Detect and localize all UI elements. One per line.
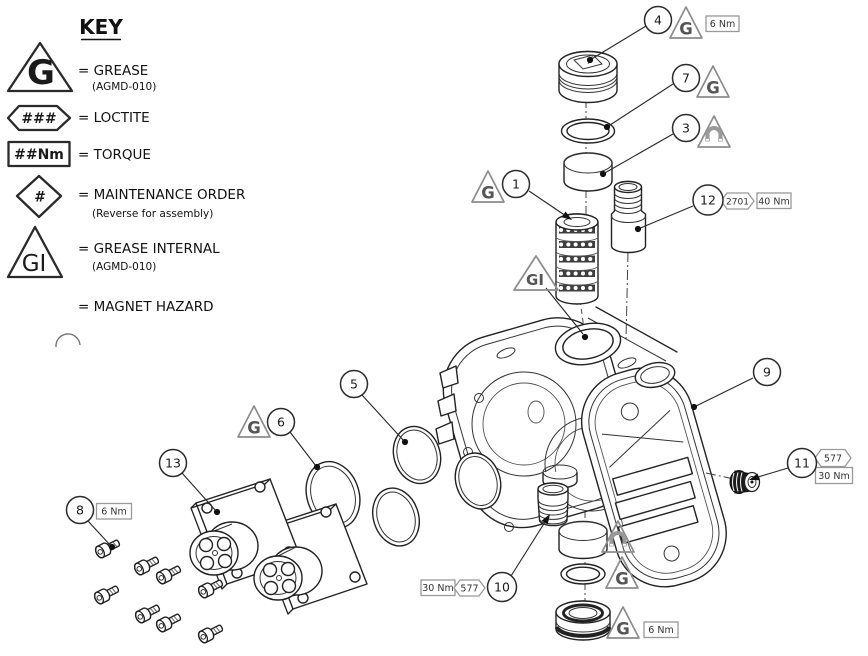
torque-value-b10: 30 Nm [422, 583, 453, 594]
balloon-5 [339, 369, 369, 399]
valve-connector-left [189, 521, 259, 576]
valve-connector-right [253, 546, 323, 601]
svg-text:6: 6 [277, 414, 285, 429]
key-torque-box [7, 140, 71, 168]
housing-top-opening [554, 322, 622, 366]
key-torque-glyph: ##Nm [14, 147, 64, 163]
svg-text:8: 8 [76, 502, 84, 517]
key-maintenance-note: (Reverse for assembly) [92, 208, 213, 220]
key-maintenance-glyph: # [34, 190, 45, 206]
svg-text:10: 10 [494, 579, 510, 594]
torque-box-bottom-cap [643, 621, 679, 639]
torque-value-b11: 30 Nm [818, 471, 849, 482]
loctite-value-b11: 577 [824, 453, 842, 464]
loctite-hex-b12 [720, 192, 755, 210]
part-side-plug-11 [729, 470, 761, 494]
key-loctite-hexagon [6, 104, 72, 132]
svg-text:9: 9 [763, 364, 771, 379]
part-cap-4 [558, 50, 618, 104]
key-grease-note: (AGMD-010) [92, 81, 156, 93]
balloon-11 [786, 447, 818, 479]
key-loctite-label: = LOCTITE [78, 110, 150, 126]
torque-value-b4: 6 Nm [710, 19, 735, 30]
key-magnet-hazard-label: = MAGNET HAZARD [78, 299, 214, 315]
loctite-hex-b10 [453, 579, 486, 597]
torque-value-b12: 40 Nm [758, 196, 789, 207]
key-maintenance-label: = MAINTENANCE ORDER [78, 187, 245, 203]
grease-internal-triangle: GI [513, 255, 559, 291]
part-threaded-plug-10 [537, 482, 569, 527]
grease-internal-glyph: GI [526, 271, 544, 289]
svg-text:5: 5 [350, 376, 358, 391]
key-loctite-glyph: ### [21, 111, 56, 127]
balloon-13 [158, 448, 188, 478]
magnet-icon-b3 [696, 114, 732, 149]
key-grease-internal-triangle [6, 225, 64, 279]
balloon-3 [671, 113, 701, 143]
balloon-12 [692, 184, 724, 216]
grease-icon-b6 [237, 405, 271, 439]
part-magnet-3 [563, 152, 613, 192]
part-oring-bottom [560, 563, 606, 585]
svg-text:12: 12 [700, 192, 716, 207]
annotation-tags: 6 Nm 2701 40 Nm 577 30 Nm 6 Nm 30 Nm 577… [95, 15, 854, 639]
svg-text:11: 11 [794, 455, 810, 470]
key-grease-triangle [6, 41, 74, 93]
grease-icon-bottom-cap [606, 606, 640, 640]
torque-box-b8 [95, 502, 133, 520]
grease-icon-b4 [669, 6, 703, 40]
balloon-7 [671, 63, 701, 93]
part-housing [435, 306, 727, 588]
torque-box-b11 [814, 466, 854, 485]
loctite-value-b12: 2701 [726, 197, 749, 207]
leader-lines [87, 25, 789, 577]
callout-balloons: 4 7 3 1 12 9 11 5 6 13 8 10 [65, 5, 818, 603]
key-torque-label: = TORQUE [78, 147, 151, 163]
torque-value-bottom-cap: 6 Nm [648, 625, 673, 636]
balloon-9 [752, 357, 782, 387]
balloon-10 [486, 571, 518, 603]
balloon-8 [65, 495, 95, 525]
svg-text:4: 4 [654, 12, 662, 27]
key-grease-label: = GREASE [78, 63, 148, 79]
torque-box-b4 [705, 15, 740, 33]
key-grease-internal-glyph: GI [22, 251, 47, 277]
part-piston-stack-1 [555, 213, 599, 305]
svg-text:3: 3 [682, 120, 690, 135]
part-diaphragm-right [454, 452, 502, 510]
key-magnet-hazard-partial-arc [55, 333, 81, 348]
balloon-1 [501, 169, 531, 199]
loctite-hex-b11 [814, 448, 852, 468]
torque-box-b12 [756, 192, 792, 210]
key-grease-glyph: G [27, 53, 55, 93]
svg-text:1: 1 [512, 176, 520, 191]
part-cylinder-12 [610, 180, 647, 254]
part-cap-bottom [554, 600, 612, 641]
part-oring-7 [560, 118, 616, 144]
part-magnet-bottom [558, 520, 608, 560]
part-oring-mid [372, 487, 420, 547]
key-legend: KEY G = GREASE (AGMD-010) ### = LOCTITE … [6, 15, 245, 348]
balloon-6 [266, 407, 296, 437]
balloon-4 [643, 5, 673, 35]
grease-icon-b1 [471, 170, 505, 204]
grease-icon-b7 [696, 65, 730, 99]
part-valve-assembly-13 [189, 478, 368, 615]
loctite-value-b10: 577 [460, 583, 478, 594]
svg-text:7: 7 [682, 70, 690, 85]
housing-second-opening [634, 361, 676, 389]
svg-text:13: 13 [165, 455, 181, 470]
annotation-symbols: GI [237, 6, 732, 640]
key-maintenance-diamond [15, 174, 63, 219]
key-grease-internal-label: = GREASE INTERNAL [78, 241, 220, 257]
torque-value-b8: 6 Nm [101, 507, 126, 518]
center-line-side-plug [705, 472, 735, 480]
key-grease-internal-note: (AGMD-010) [92, 261, 156, 273]
key-title: KEY [79, 15, 123, 39]
